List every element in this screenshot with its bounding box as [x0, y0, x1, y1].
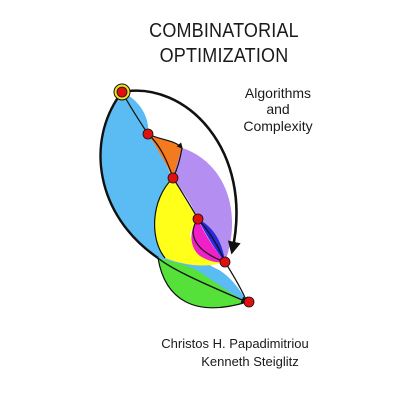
edge	[121, 89, 241, 255]
nodes	[113, 83, 255, 308]
title-line-1: COMBINATORIAL	[149, 20, 299, 42]
title-line-2: OPTIMIZATION	[159, 45, 289, 67]
node	[192, 213, 204, 225]
edge	[154, 177, 174, 259]
subtitle-line-3: Complexity	[243, 118, 313, 134]
author-1: Christos H. Papadimitriou	[161, 336, 309, 351]
magenta-region	[191, 219, 225, 263]
subtitle-line-2: and	[266, 101, 290, 117]
node	[219, 256, 231, 268]
edge	[99, 91, 159, 259]
author-2: Kenneth Steiglitz	[201, 354, 299, 369]
source-node	[116, 86, 128, 98]
subtitle-line-1: Algorithms	[244, 85, 312, 101]
node	[167, 172, 179, 184]
node	[142, 128, 154, 140]
purple-region	[173, 148, 233, 262]
edge	[157, 257, 248, 309]
orange-region	[148, 134, 182, 178]
sink-node	[243, 296, 255, 308]
edge	[157, 257, 249, 304]
yellow-region	[154, 178, 225, 266]
dark-blue-region	[198, 219, 225, 262]
